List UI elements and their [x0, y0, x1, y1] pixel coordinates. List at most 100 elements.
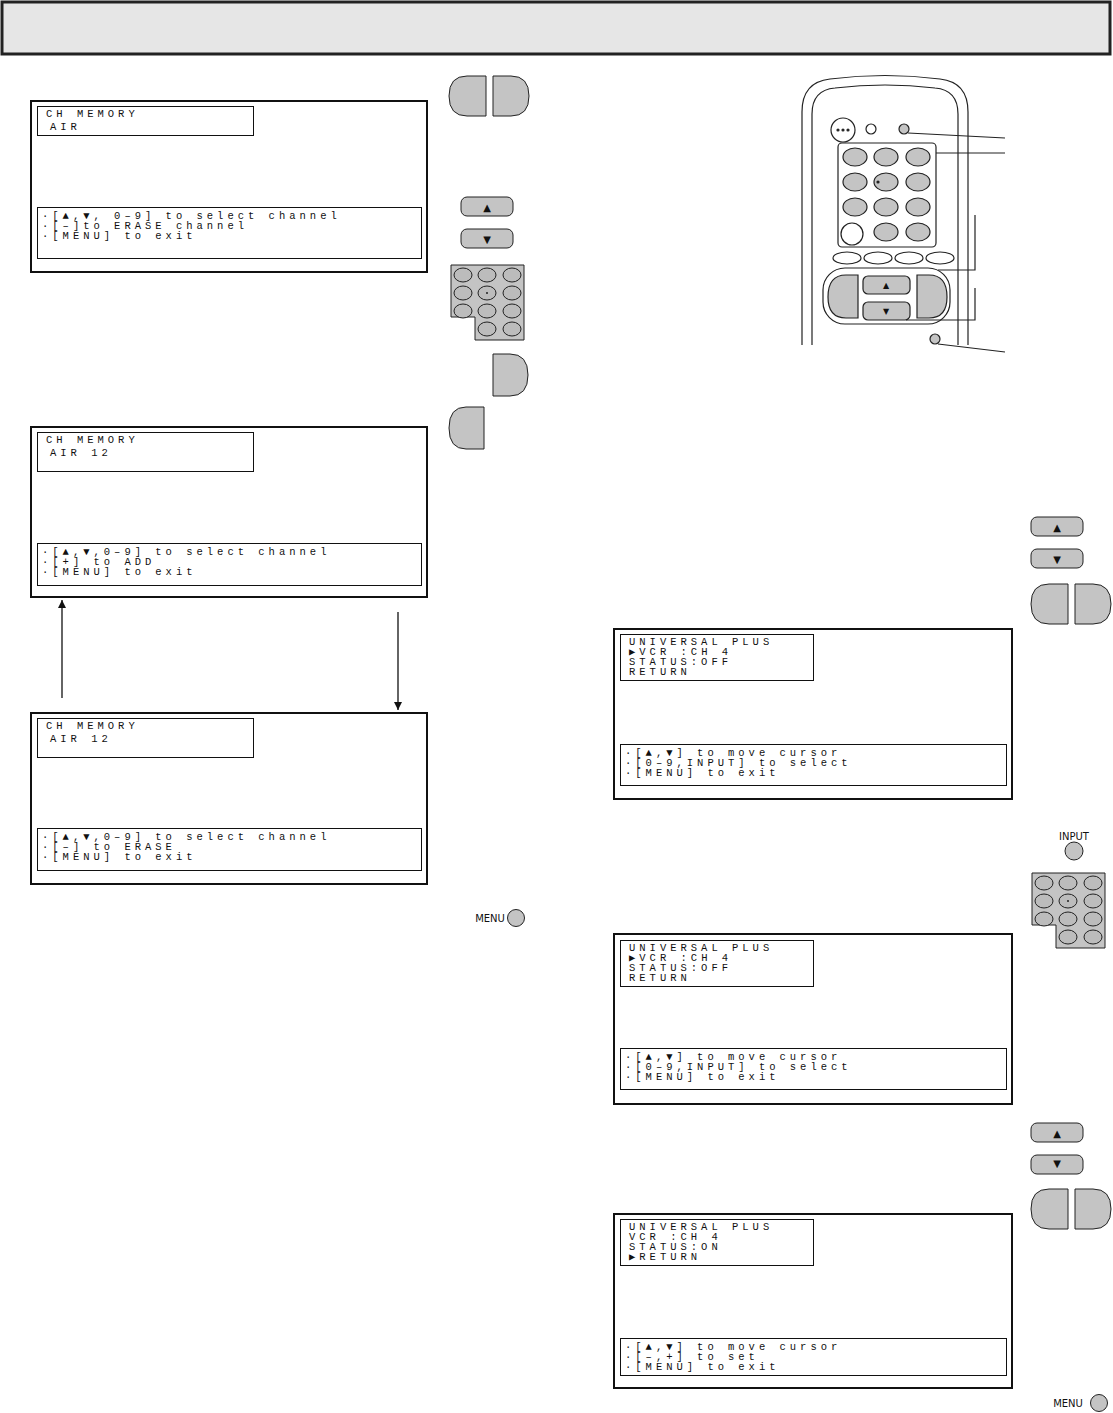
osd-screen: CH MEMORYAIR 12 ·[▲,▼,0–9] to select chan… — [30, 712, 428, 885]
art-shape — [906, 148, 930, 166]
menu-line: ▶VCR :CH 4 — [629, 647, 807, 657]
osd-help-box: ·[▲,▼, 0–9] to select channel·[–]to ERAS… — [37, 207, 422, 259]
help-line: ·[▲,▼,0–9] to select channel — [42, 832, 417, 842]
button-label: MENU — [475, 913, 505, 924]
osd-help-box: ·[▲,▼,0–9] to select channel·[–] to ERAS… — [37, 828, 422, 871]
help-line: ·[MENU] to exit — [42, 567, 417, 577]
art-shape — [1031, 1123, 1083, 1174]
menu-line: CH MEMORY — [46, 109, 247, 119]
art-shape — [847, 129, 849, 131]
art-shape — [842, 129, 844, 131]
menu-line: STATUS:OFF — [629, 657, 807, 667]
help-line: ·[MENU] to exit — [42, 231, 417, 241]
art-shape — [843, 198, 867, 216]
help-line: ·[▲,▼, 0–9] to select channel — [42, 211, 417, 221]
help-line: ·[MENU] to exit — [625, 1072, 1002, 1082]
art-shape — [938, 344, 1005, 352]
remote-control — [802, 76, 1005, 353]
art-shape — [864, 252, 892, 264]
art-shape — [843, 173, 867, 191]
button-glyph: ▼ — [1053, 1158, 1061, 1169]
help-line: ·[0–9,INPUT] to select — [625, 758, 1002, 768]
art-shape — [874, 198, 898, 216]
menu-line: RETURN — [629, 973, 807, 983]
art-shape — [906, 288, 975, 320]
art-shape — [908, 133, 1005, 138]
menu-line: AIR — [46, 122, 247, 132]
art-shape — [1065, 842, 1083, 860]
osd-screen: UNIVERSAL PLUS▶VCR :CH 4STATUS:OFFRETURN… — [613, 933, 1013, 1105]
button-glyph: ▲ — [883, 281, 889, 290]
menu-line: ▶VCR :CH 4 — [629, 953, 807, 963]
help-line: ·[+] to ADD — [42, 557, 417, 567]
art-shape — [831, 118, 855, 142]
art-shape — [802, 76, 968, 346]
art-shape — [899, 124, 909, 134]
art-shape — [877, 181, 879, 183]
menu-line: UNIVERSAL PLUS — [629, 637, 807, 647]
osd-title-box: CH MEMORY AIR 12 — [37, 432, 254, 472]
art-shape — [917, 275, 947, 318]
header-bar — [2, 2, 1110, 54]
button-label: INPUT — [1059, 831, 1089, 842]
menu-line: CH MEMORY — [46, 721, 247, 731]
osd-screen: UNIVERSAL PLUSVCR :CH 4STATUS:ON▶RETURN ·… — [613, 1213, 1013, 1389]
art-shape — [508, 910, 525, 927]
menu-line: STATUS:ON — [629, 1242, 807, 1252]
help-line: ·[▲,▼] to move cursor — [625, 1342, 1002, 1352]
menu-line: AIR 12 — [46, 448, 247, 458]
art-shape — [938, 215, 975, 270]
art-shape — [449, 76, 529, 116]
art-shape — [866, 124, 876, 134]
art-shape — [930, 334, 940, 344]
art-shape — [828, 275, 858, 318]
art-shape — [1031, 517, 1083, 568]
art-shape — [1032, 873, 1105, 948]
osd-help-box: ·[▲,▼,0–9] to select channel·[+] to ADD·… — [37, 543, 422, 586]
art-shape — [895, 252, 923, 264]
flow-arrow — [397, 612, 398, 710]
art-shape — [841, 223, 863, 245]
osd-screen: CH MEMORY AIR 12 ·[▲,▼,0–9] to select chan… — [30, 426, 428, 598]
art-shape — [461, 197, 513, 248]
art-shape — [926, 252, 954, 264]
button-icons — [449, 76, 1111, 1412]
art-shape — [906, 173, 930, 191]
art-shape — [1031, 1189, 1111, 1229]
art-shape — [1091, 1395, 1108, 1412]
osd-title-box: CH MEMORYAIR 12 — [37, 718, 254, 758]
art-shape — [493, 354, 528, 396]
menu-line: CH MEMORY — [46, 435, 247, 445]
help-line: ·[▲,▼] to move cursor — [625, 1052, 1002, 1062]
menu-line: VCR :CH 4 — [629, 1232, 807, 1242]
art-shape — [833, 252, 861, 264]
help-line: ·[▲,▼,0–9] to select channel — [42, 547, 417, 557]
help-line: ·[MENU] to exit — [42, 852, 417, 862]
flow-arrow — [61, 600, 62, 698]
art-shape — [823, 268, 950, 324]
art-shape — [837, 129, 839, 131]
button-glyph: ▲ — [1053, 1128, 1061, 1139]
osd-title-box: CH MEMORY AIR — [37, 106, 254, 136]
help-line: ·[–] to ERASE — [42, 842, 417, 852]
art-shape — [906, 198, 930, 216]
button-glyph: ▼ — [483, 234, 491, 245]
osd-screen: CH MEMORY AIR ·[▲,▼, 0–9] to select channe… — [30, 100, 428, 273]
menu-line: RETURN — [629, 667, 807, 677]
button-glyph: ▼ — [883, 307, 889, 316]
osd-title-box: UNIVERSAL PLUSVCR :CH 4STATUS:ON▶RETURN — [620, 1219, 814, 1266]
help-line: ·[▲,▼] to move cursor — [625, 748, 1002, 758]
button-label: MENU — [1053, 1398, 1083, 1409]
art-shape — [863, 302, 910, 320]
osd-help-box: ·[▲,▼] to move cursor·[0–9,INPUT] to sel… — [620, 1048, 1007, 1090]
art-shape — [451, 265, 524, 340]
osd-screen: UNIVERSAL PLUS▶VCR :CH 4STATUS:OFFRETURN… — [613, 628, 1013, 800]
art-shape — [863, 276, 910, 294]
button-glyph: ▲ — [1053, 522, 1061, 533]
art-shape — [838, 143, 936, 247]
art-shape — [874, 173, 898, 191]
osd-title-box: UNIVERSAL PLUS▶VCR :CH 4STATUS:OFFRETURN — [620, 634, 814, 681]
osd-help-box: ·[▲,▼] to move cursor·[–,+] to set·[MENU… — [620, 1338, 1007, 1376]
art-shape — [843, 148, 867, 166]
